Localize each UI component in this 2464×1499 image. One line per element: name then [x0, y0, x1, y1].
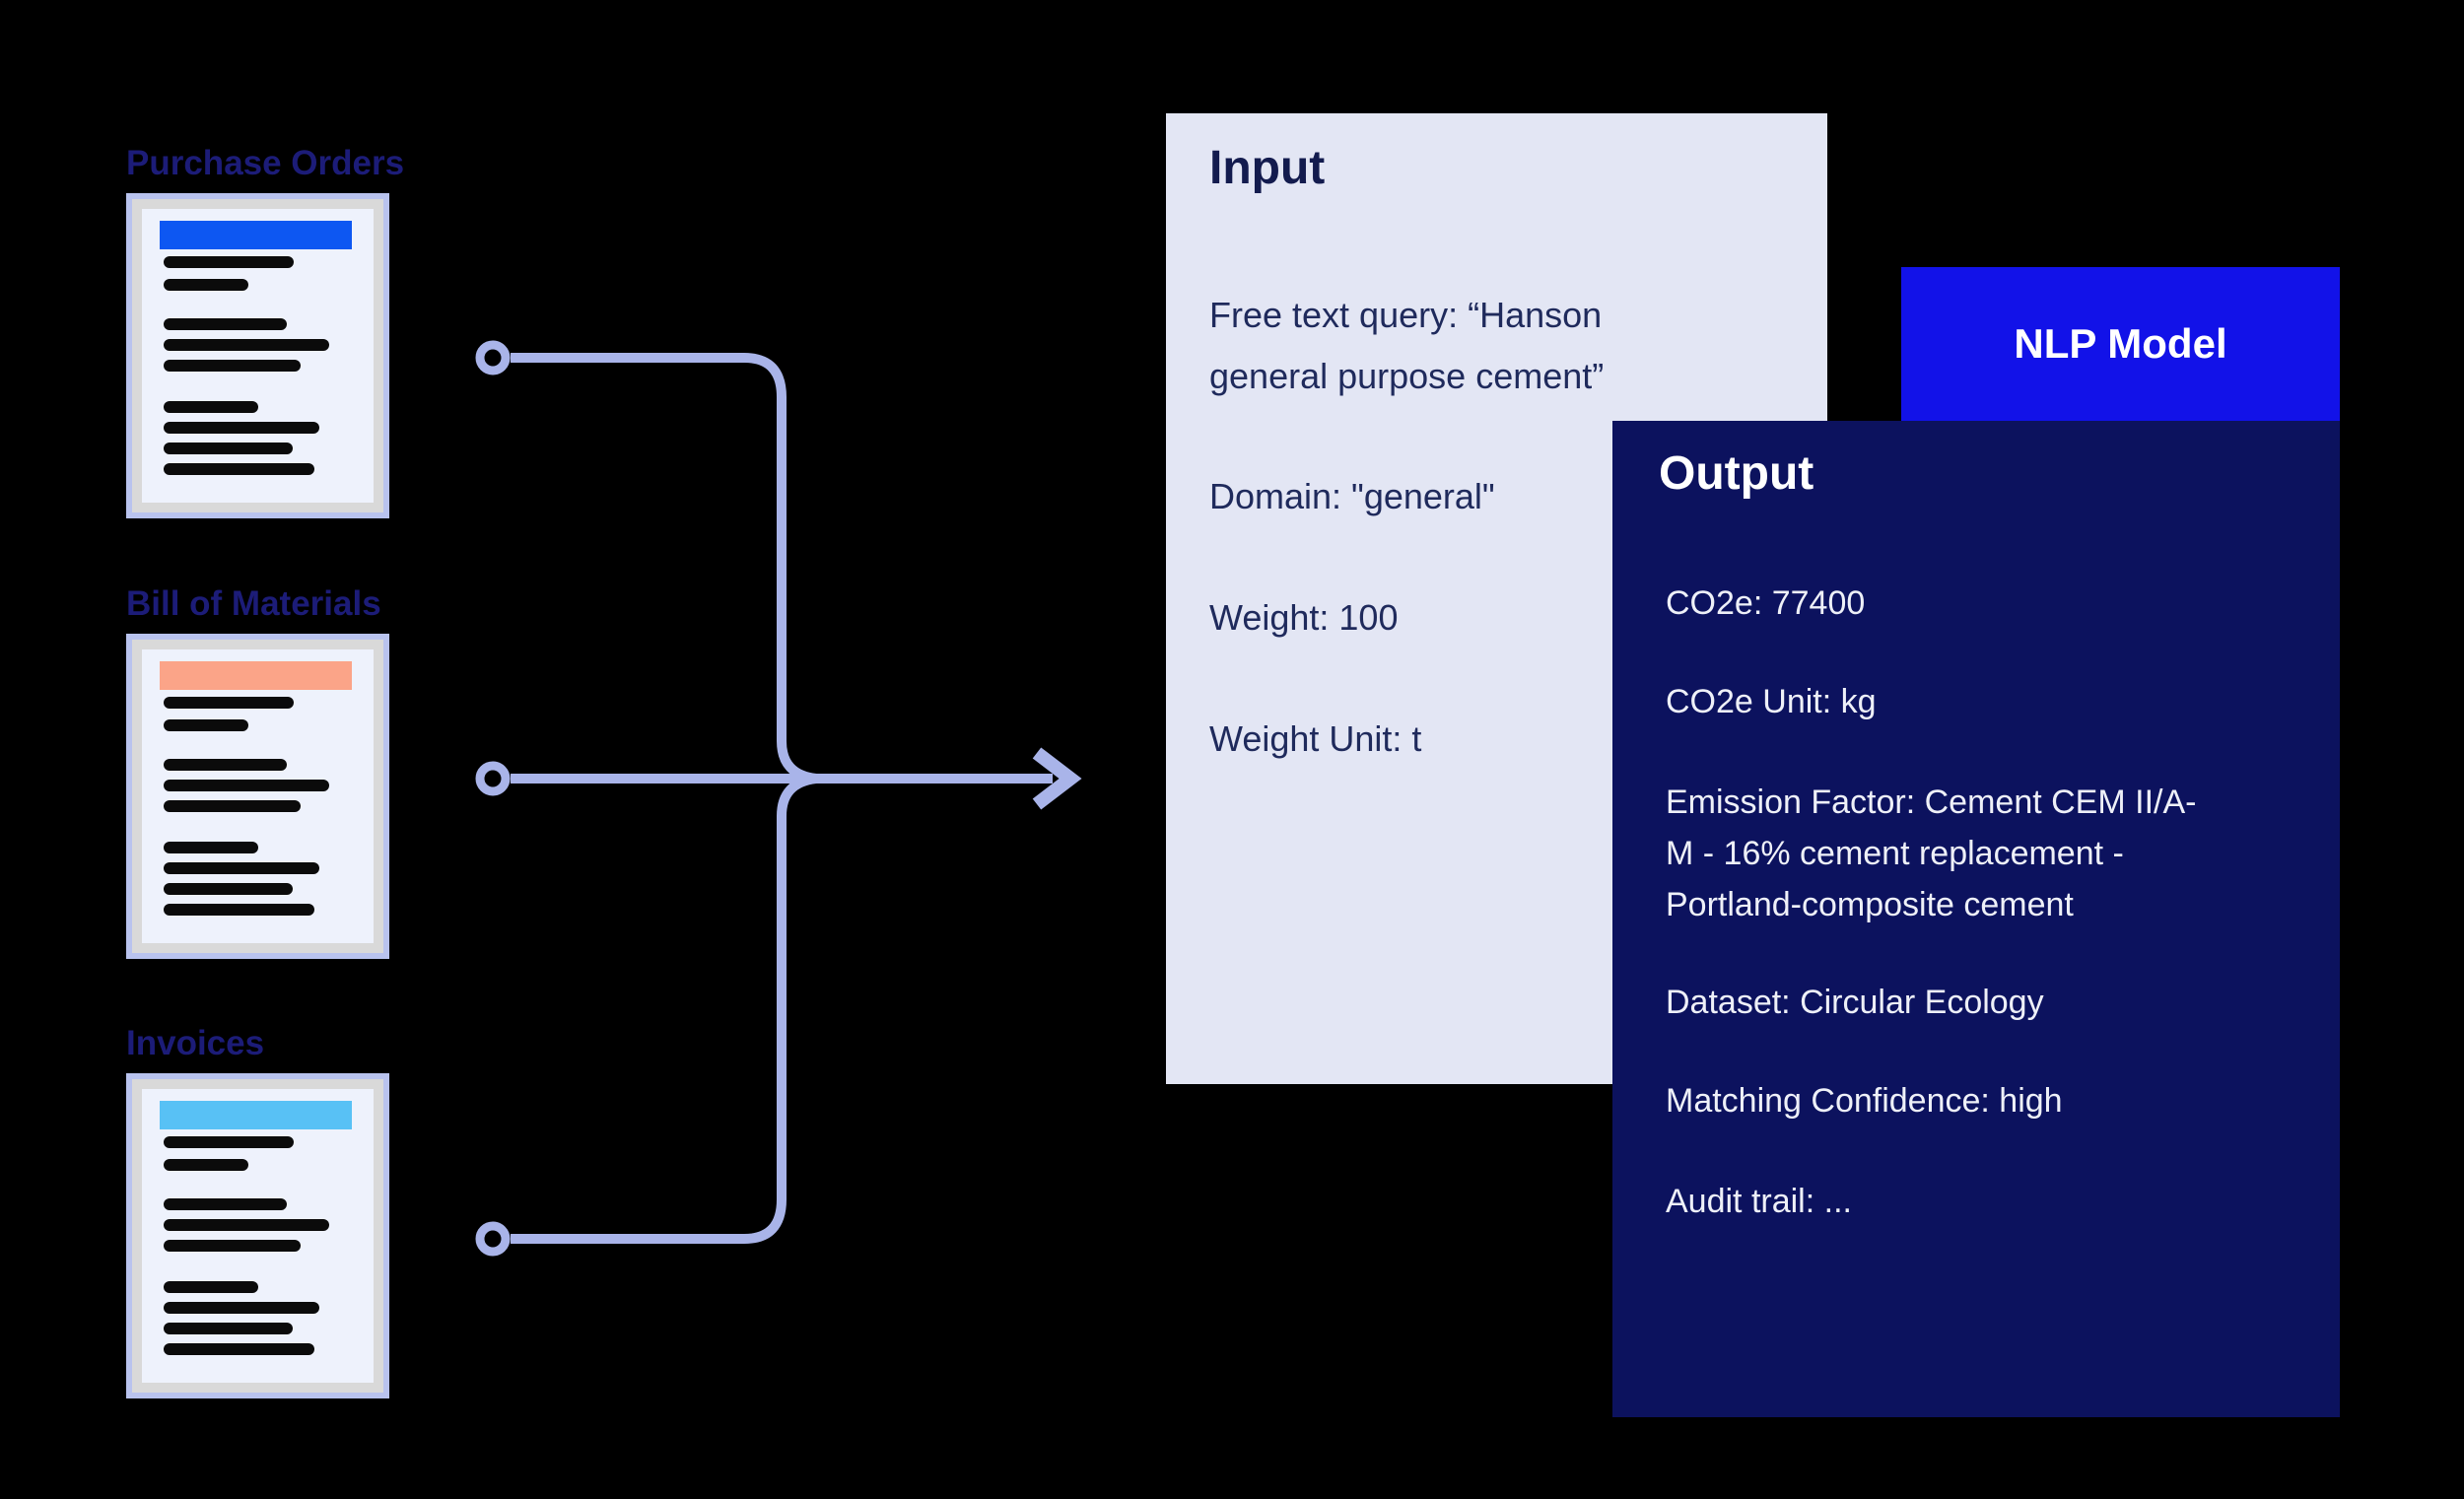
- doc-label-invoices: Invoices: [126, 1024, 265, 1062]
- nlp-model-chip: NLP Model: [1901, 267, 2340, 421]
- document-page: [132, 1079, 383, 1393]
- text-line: [164, 1198, 287, 1210]
- free-text-line-2: general purpose cement”: [1209, 356, 1605, 396]
- text-line: [164, 463, 314, 475]
- output-emission-factor: Emission Factor: Cement CEM II/A- M - 16…: [1666, 777, 2196, 930]
- text-line: [164, 401, 258, 413]
- output-panel-title: Output: [1659, 447, 1814, 500]
- text-line: [164, 883, 293, 895]
- connector-line-top: [511, 353, 817, 784]
- document-card-bill-of-materials: [126, 634, 389, 959]
- connector-node-bill-of-materials: [475, 761, 511, 796]
- output-co2e-unit: CO2e Unit: kg: [1666, 683, 1877, 720]
- connector-node-invoices: [475, 1221, 511, 1257]
- document-page: [132, 199, 383, 512]
- output-co2e: CO2e: 77400: [1666, 584, 1866, 622]
- text-line: [164, 842, 258, 853]
- connector-node-purchase-orders: [475, 340, 511, 375]
- output-matching-confidence: Matching Confidence: high: [1666, 1082, 2063, 1120]
- text-line: [164, 1136, 294, 1148]
- text-line: [164, 422, 319, 434]
- connector-line-bottom: [511, 774, 817, 1244]
- text-line: [164, 862, 319, 874]
- input-panel-title: Input: [1209, 142, 1326, 194]
- doc-header-bar-blue: [160, 221, 352, 249]
- text-line: [164, 759, 287, 771]
- free-text-line-1: Free text query: “Hanson: [1209, 295, 1603, 335]
- output-dataset: Dataset: Circular Ecology: [1666, 984, 2044, 1021]
- text-line: [164, 800, 301, 812]
- document-page: [132, 640, 383, 953]
- input-weight: Weight: 100: [1209, 597, 1399, 638]
- text-line: [164, 1281, 258, 1293]
- text-line: [164, 697, 294, 709]
- text-line: [164, 904, 314, 916]
- text-line: [164, 443, 293, 454]
- text-line: [164, 1240, 301, 1252]
- doc-label-bill-of-materials: Bill of Materials: [126, 584, 381, 623]
- text-line: [164, 1323, 293, 1334]
- text-line: [164, 279, 248, 291]
- text-line: [164, 1343, 314, 1355]
- output-audit-trail: Audit trail: ...: [1666, 1183, 1852, 1220]
- arrowhead-icon: [1032, 747, 1082, 810]
- text-line: [164, 339, 329, 351]
- emission-factor-line-2: M - 16% cement replacement -: [1666, 835, 2124, 872]
- doc-label-purchase-orders: Purchase Orders: [126, 144, 405, 182]
- emission-factor-line-3: Portland-composite cement: [1666, 886, 2074, 923]
- text-line: [164, 1159, 248, 1171]
- text-line: [164, 719, 248, 731]
- text-line: [164, 1219, 329, 1231]
- document-card-invoices: [126, 1073, 389, 1398]
- text-line: [164, 318, 287, 330]
- input-free-text-query: Free text query: “Hanson general purpose…: [1209, 285, 1604, 407]
- text-line: [164, 1302, 319, 1314]
- input-weight-unit: Weight Unit: t: [1209, 718, 1422, 759]
- output-panel: Output CO2e: 77400 CO2e Unit: kg Emissio…: [1612, 421, 2340, 1417]
- text-line: [164, 256, 294, 268]
- emission-factor-line-1: Emission Factor: Cement CEM II/A-: [1666, 784, 2197, 821]
- text-line: [164, 780, 329, 791]
- doc-header-bar-salmon: [160, 661, 352, 690]
- input-domain: Domain: "general": [1209, 476, 1495, 516]
- document-card-purchase-orders: [126, 193, 389, 518]
- doc-header-bar-lightblue: [160, 1101, 352, 1129]
- nlp-model-label: NLP Model: [2014, 320, 2227, 367]
- text-line: [164, 360, 301, 372]
